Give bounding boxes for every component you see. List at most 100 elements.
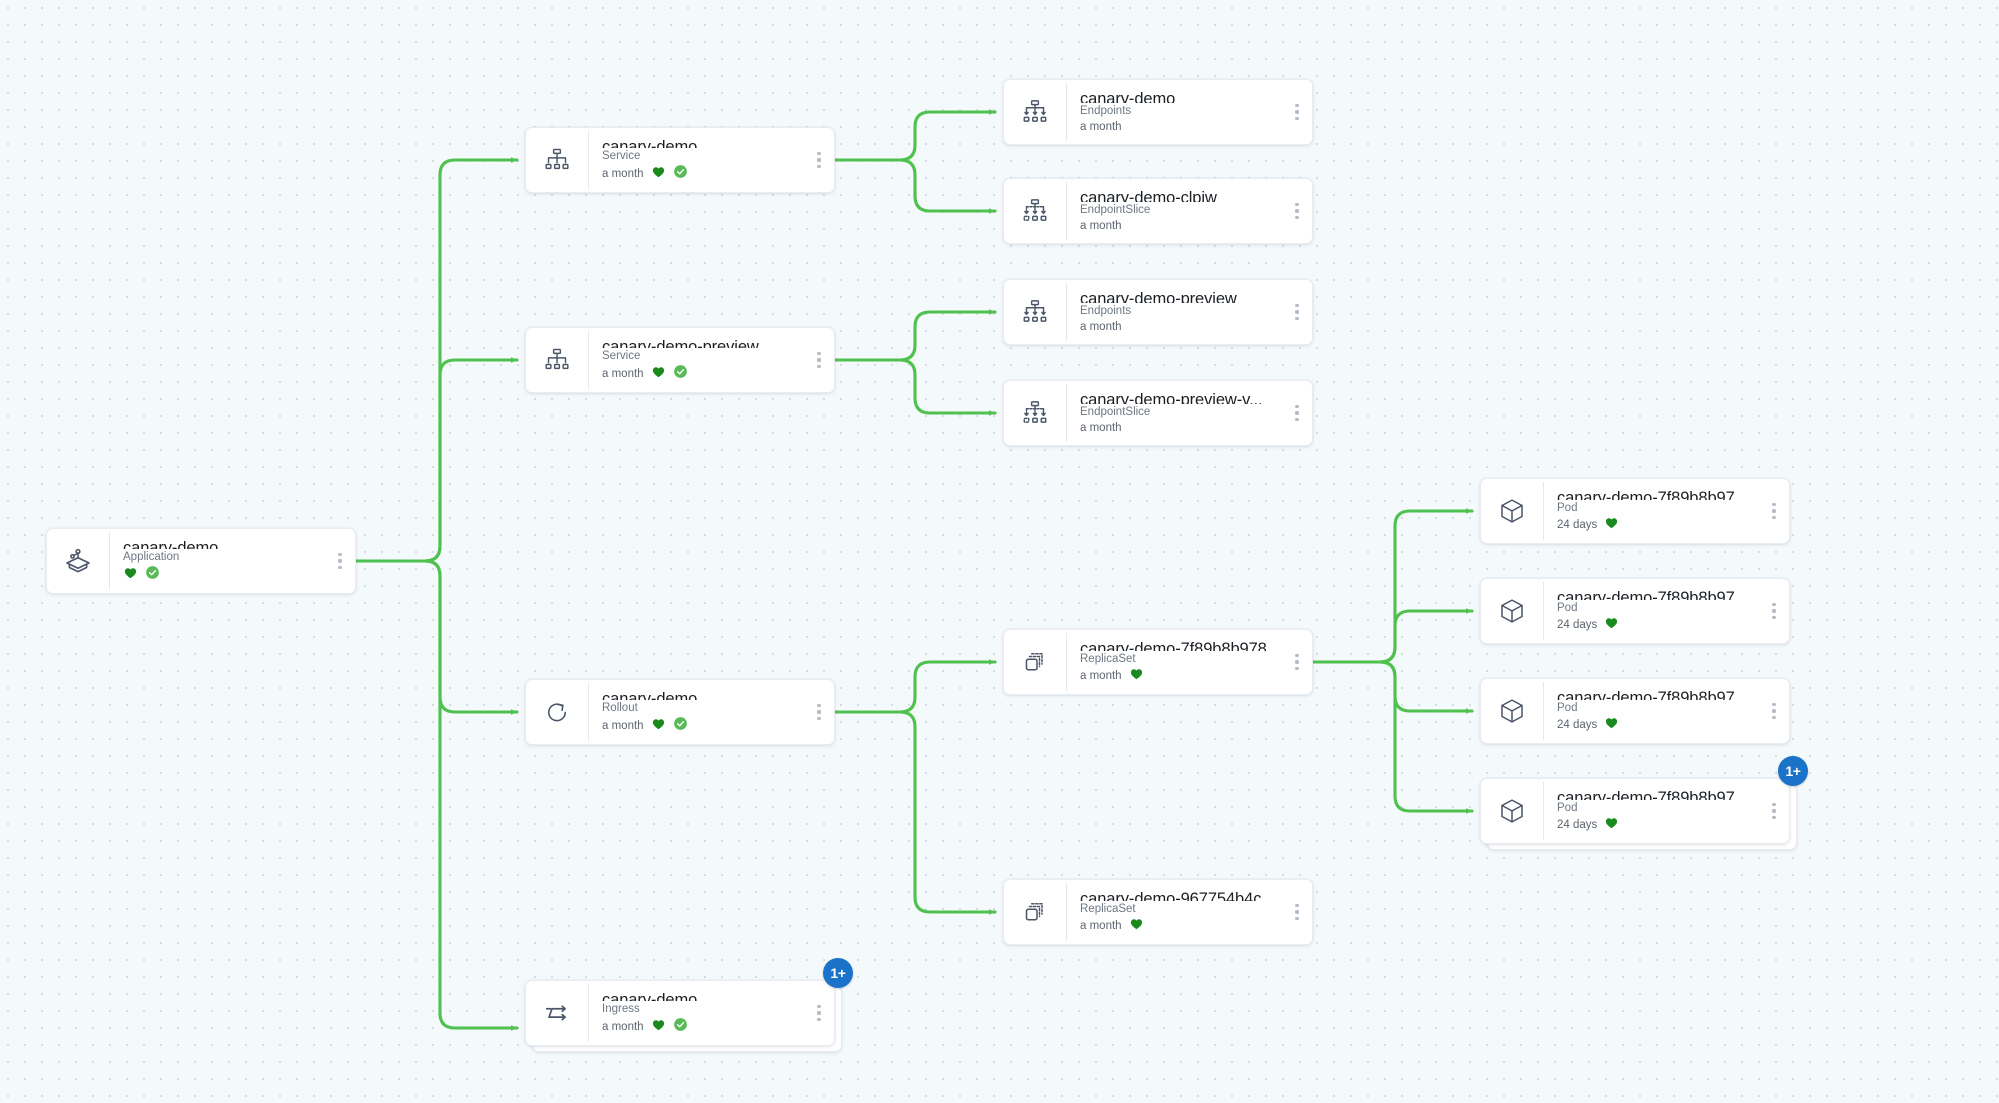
sync-status-check-circle-icon[interactable]	[145, 565, 160, 584]
node-meta: a month	[602, 364, 804, 383]
health-status-heart-icon[interactable]	[1129, 917, 1144, 935]
pod-icon	[1481, 679, 1543, 743]
health-status-heart-icon[interactable]	[1604, 516, 1619, 534]
node-age: 24 days	[1557, 819, 1598, 831]
overflow-count-badge[interactable]: 1+	[823, 958, 853, 988]
node-meta: a month	[1080, 917, 1282, 935]
node-menu-kebab-icon[interactable]	[1282, 381, 1312, 445]
node-meta: a month	[602, 716, 804, 735]
node-meta: a month	[1080, 420, 1282, 436]
health-status-heart-icon[interactable]	[651, 1018, 666, 1036]
node-menu-kebab-icon[interactable]	[1759, 779, 1789, 843]
node-kind: Application	[123, 551, 180, 563]
node-menu-kebab-icon[interactable]	[804, 328, 834, 392]
health-status-heart-icon[interactable]	[1604, 716, 1619, 734]
node-meta: a month	[1080, 667, 1282, 685]
sync-status-check-circle-icon[interactable]	[673, 364, 688, 383]
node-kind: Endpoints	[1080, 305, 1132, 317]
node-title: canary-demo	[602, 690, 698, 700]
node-kind: Ingress	[602, 1003, 640, 1015]
sync-status-check-circle-icon[interactable]	[673, 716, 688, 735]
node-meta: 24 days	[1557, 716, 1759, 734]
node-meta: 24 days	[1557, 816, 1759, 834]
node-age: a month	[602, 167, 644, 180]
node-age: a month	[1080, 422, 1122, 434]
health-status-heart-icon[interactable]	[651, 365, 666, 383]
node-age: 24 days	[1557, 519, 1598, 531]
health-status-heart-icon[interactable]	[1604, 816, 1619, 834]
node-title: canary-demo	[602, 991, 698, 1001]
node-age: a month	[1080, 121, 1122, 133]
node-title: canary-demo-clpjw	[1080, 189, 1217, 202]
node-title: canary-demo-preview-v...	[1080, 391, 1263, 404]
node-menu-kebab-icon[interactable]	[1759, 579, 1789, 643]
edge-app-to-rollout	[354, 559, 519, 715]
node-menu-kebab-icon[interactable]	[804, 128, 834, 192]
node-menu-kebab-icon[interactable]	[1282, 280, 1312, 344]
service-icon	[526, 328, 588, 392]
node-title: canary-demo-7f89b8b97...	[1557, 689, 1749, 700]
node-menu-kebab-icon[interactable]	[1282, 630, 1312, 694]
node-menu-kebab-icon[interactable]	[804, 981, 834, 1045]
node-meta: a month	[1080, 319, 1282, 335]
health-status-heart-icon[interactable]	[651, 165, 666, 183]
sync-status-check-circle-icon[interactable]	[673, 1017, 688, 1036]
node-age: 24 days	[1557, 719, 1598, 731]
node-title: canary-demo-7f89b8b978	[1080, 640, 1267, 651]
health-status-heart-icon[interactable]	[1604, 616, 1619, 634]
node-menu-kebab-icon[interactable]	[804, 680, 834, 744]
service-icon	[526, 128, 588, 192]
node-menu-kebab-icon[interactable]	[325, 529, 355, 593]
node-menu-kebab-icon[interactable]	[1282, 880, 1312, 944]
pod-icon	[1481, 479, 1543, 543]
node-kind: Rollout	[602, 702, 638, 714]
overflow-count-badge[interactable]: 1+	[1778, 756, 1808, 786]
node-kind: EndpointSlice	[1080, 204, 1151, 216]
endpointslice-icon	[1004, 179, 1066, 243]
node-menu-kebab-icon[interactable]	[1282, 179, 1312, 243]
health-status-heart-icon[interactable]	[123, 566, 138, 584]
ingress-icon	[526, 981, 588, 1045]
node-menu-kebab-icon[interactable]	[1759, 679, 1789, 743]
application-icon	[47, 529, 109, 593]
node-kind: Pod	[1557, 802, 1578, 814]
edge-replicaset-to-pod-2	[1311, 608, 1474, 664]
node-menu-kebab-icon[interactable]	[1282, 80, 1312, 144]
node-kind: Endpoints	[1080, 105, 1132, 117]
health-status-heart-icon[interactable]	[651, 717, 666, 735]
edge-replicaset-to-pod-4	[1311, 660, 1474, 814]
endpointslice-icon	[1004, 381, 1066, 445]
pod-icon	[1481, 579, 1543, 643]
node-title: canary-demo	[123, 539, 219, 549]
health-status-heart-icon[interactable]	[1129, 667, 1144, 685]
node-age: a month	[1080, 321, 1122, 333]
node-age: a month	[602, 1020, 644, 1033]
edge-replicaset-to-pod-3	[1311, 660, 1474, 714]
node-menu-kebab-icon[interactable]	[1759, 479, 1789, 543]
sync-status-check-circle-icon[interactable]	[673, 164, 688, 183]
